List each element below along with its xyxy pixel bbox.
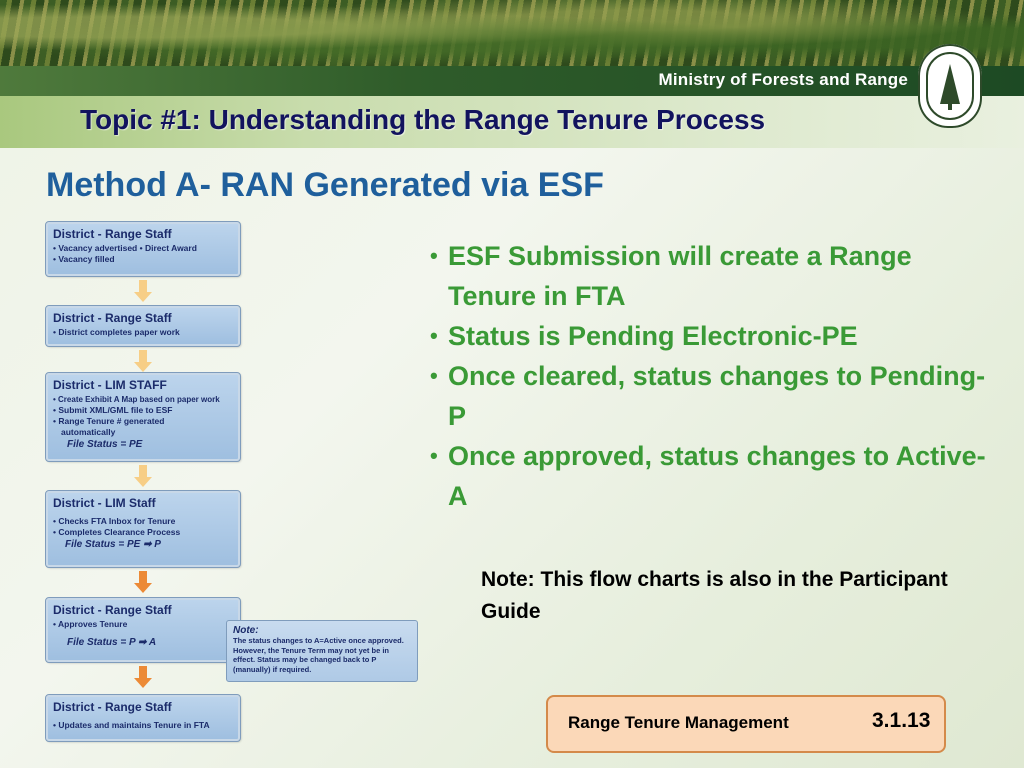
flow-step-heading: District - Range Staff	[53, 311, 172, 325]
flow-step-6: District - Range Staff • Updates and mai…	[45, 694, 241, 742]
flow-step-line: • Checks FTA Inbox for Tenure	[53, 516, 176, 526]
flow-step-line: • Completes Clearance Process	[53, 527, 181, 537]
flow-step-line: automatically	[61, 427, 116, 437]
bullet-item: •Status is Pending Electronic-PE	[430, 321, 858, 351]
flow-step-line: • Range Tenure # generated	[53, 416, 165, 426]
down-arrow-icon	[134, 666, 152, 688]
file-status: File Status = PE	[67, 439, 143, 450]
bullet-list: •ESF Submission will create a Range Tenu…	[430, 236, 990, 516]
footer-label: Range Tenure Management	[568, 713, 789, 732]
flow-step-5: District - Range Staff • Approves Tenure…	[45, 597, 241, 663]
down-arrow-icon	[134, 571, 152, 593]
footer-box: Range Tenure Management 3.1.13	[546, 695, 946, 753]
flow-step-4: District - LIM Staff • Checks FTA Inbox …	[45, 490, 241, 568]
method-title: Method A- RAN Generated via ESF	[46, 166, 604, 204]
flow-step-line: • Create Exhibit A Map based on paper wo…	[53, 395, 220, 404]
flow-step-1: District - Range Staff • Vacancy adverti…	[45, 221, 241, 277]
flow-step-line: • District completes paper work	[53, 327, 180, 337]
flow-step-heading: District - LIM STAFF	[53, 378, 167, 392]
bullet-item: •Once approved, status changes to Active…	[430, 441, 986, 511]
flow-step-line: • Updates and maintains Tenure in FTA	[53, 720, 210, 730]
topic-band	[0, 96, 1024, 148]
forest-banner-image	[0, 0, 1024, 68]
slide-number: 3.1.13	[872, 709, 931, 732]
ministry-band	[0, 66, 1024, 96]
flow-step-2: District - Range Staff • District comple…	[45, 305, 241, 347]
topic-title: Topic #1: Understanding the Range Tenure…	[80, 104, 766, 135]
flow-step-heading: District - Range Staff	[53, 603, 172, 617]
flow-note-heading: Note:	[233, 625, 259, 636]
ministry-name: Ministry of Forests and Range	[658, 70, 908, 89]
flow-step-line: • Submit XML/GML file to ESF	[53, 405, 173, 415]
flow-step-heading: District - Range Staff	[53, 227, 172, 241]
file-status: File Status = P ➡ A	[67, 637, 157, 648]
flow-note-box: Note: The status changes to A=Active onc…	[226, 620, 418, 682]
file-status: File Status = PE ➡ P	[65, 539, 161, 550]
flow-step-line: • Approves Tenure	[53, 619, 128, 629]
down-arrow-icon	[134, 465, 152, 487]
flow-step-heading: District - Range Staff	[53, 700, 172, 714]
bullet-item: •ESF Submission will create a Range Tenu…	[430, 241, 912, 311]
down-arrow-icon	[134, 280, 152, 302]
crest-icon	[918, 44, 982, 128]
flow-step-3: District - LIM STAFF • Create Exhibit A …	[45, 372, 241, 462]
flow-note-body: The status changes to A=Active once appr…	[233, 636, 404, 674]
flow-step-heading: District - LIM Staff	[53, 496, 156, 510]
bullet-item: •Once cleared, status changes to Pending…	[430, 361, 986, 431]
down-arrow-icon	[134, 350, 152, 372]
flow-step-line: • Vacancy filled	[53, 254, 115, 264]
flow-step-line: • Vacancy advertised • Direct Award	[53, 243, 197, 253]
participant-guide-note: Note: This flow charts is also in the Pa…	[481, 568, 948, 623]
